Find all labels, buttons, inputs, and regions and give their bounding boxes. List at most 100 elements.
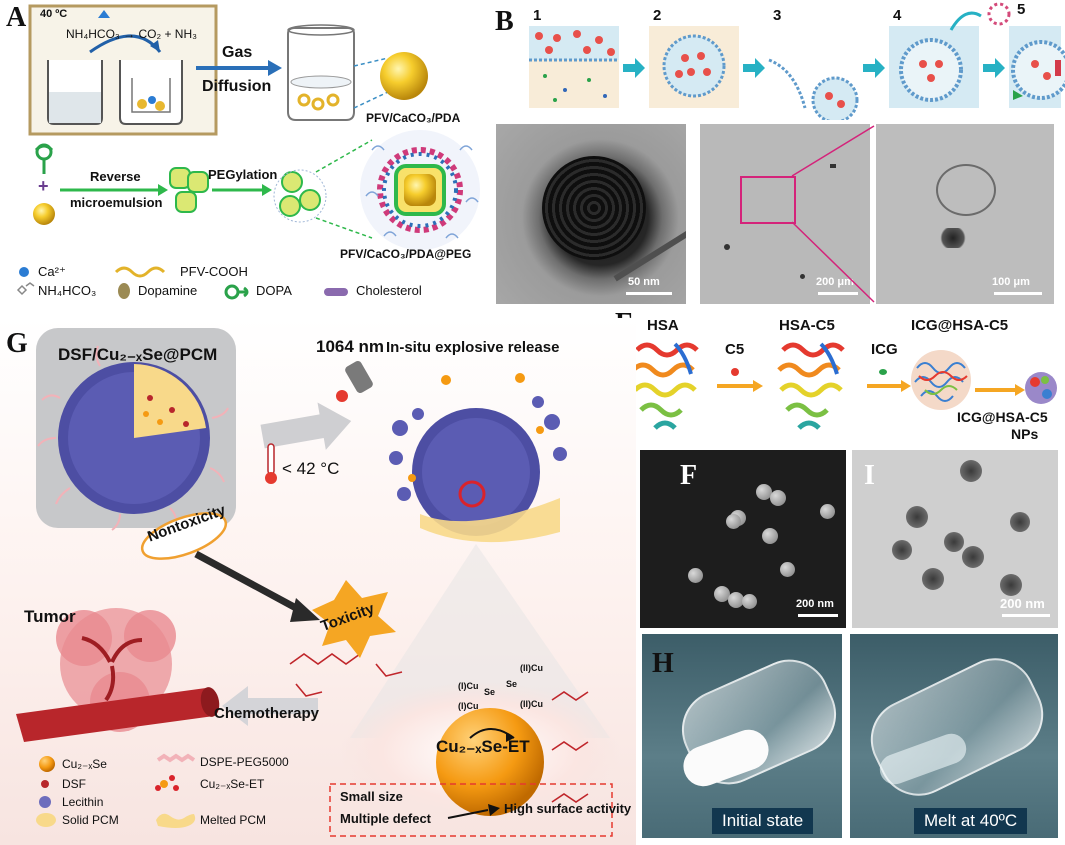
sem-np-11 xyxy=(742,594,757,609)
g-struct-label-6: (II)Cu xyxy=(520,699,543,709)
legend-pfv-label: PFV-COOH xyxy=(180,264,248,279)
sem-np-2 xyxy=(770,490,786,506)
g-particle-title: DSF/Cu₂₋ₓSe@PCM xyxy=(58,345,218,364)
tem-np-8 xyxy=(1000,574,1022,596)
g-struct-label-2: (I)Cu xyxy=(458,701,479,711)
scale-label-d-right: 100 μm xyxy=(992,276,1030,288)
g-struct-label-4: Se xyxy=(506,679,518,689)
tem-np-6 xyxy=(962,546,984,568)
a-temp: 40 ºC xyxy=(40,8,68,20)
d-aggregate xyxy=(938,228,968,248)
sem-np-5 xyxy=(726,514,741,529)
photo-melted: Melt at 40ºC xyxy=(850,634,1058,838)
e-icg-label: ICG xyxy=(871,341,898,358)
panel-g: G xyxy=(0,318,636,845)
tem-np-2 xyxy=(906,506,928,528)
g-laser-label: 1064 nm xyxy=(316,337,385,356)
g-temp-label: < 42 °C xyxy=(282,459,340,478)
sem-np-9 xyxy=(714,586,730,602)
panel-label-h: H xyxy=(652,648,674,679)
g-legend-dspe: DSPE-PEG5000 xyxy=(200,755,289,769)
d-zoom-box xyxy=(740,176,796,224)
d-vesicle xyxy=(936,164,996,216)
e-np-label-2: NPs xyxy=(1011,426,1039,442)
tem-np-4 xyxy=(944,532,964,552)
sem-image-f: F 200 nm xyxy=(640,450,846,628)
a-microemulsion-label: microemulsion xyxy=(70,195,163,210)
g-legend-lecithin: Lecithin xyxy=(62,795,104,809)
tem-image-d-right: 100 μm xyxy=(876,124,1054,304)
tem-np-3 xyxy=(1010,512,1030,532)
e-hsa-label: HSA xyxy=(647,317,679,334)
scalebar-d-left xyxy=(818,292,858,295)
legend-nh4hco3-label: NH₄HCO₃ xyxy=(38,283,97,298)
d-debris-2 xyxy=(800,274,805,279)
scale-label-c: 50 nm xyxy=(628,276,660,288)
tem-np-5 xyxy=(892,540,912,560)
legend-dopamine-label: Dopamine xyxy=(138,283,198,298)
e-np-label-1: ICG@HSA-C5 xyxy=(957,409,1048,425)
scale-label-f: 200 nm xyxy=(796,598,834,610)
a-product1-label: PFV/CaCO₃/PDA xyxy=(366,111,461,125)
tem-image-d-left: 200 μm xyxy=(700,124,870,304)
sem-np-7 xyxy=(688,568,703,583)
tem-image-i: I 200 nm xyxy=(852,450,1058,628)
panel-e-scheme xyxy=(631,342,1057,430)
g-box-line-1: Small size xyxy=(340,789,403,804)
scalebar-f xyxy=(798,614,838,617)
legend-ca-label: Ca²⁺ xyxy=(38,264,66,279)
sem-np-1 xyxy=(756,484,772,500)
sem-np-8 xyxy=(780,562,795,577)
panel-e: E xyxy=(615,310,1065,445)
scalebar-c xyxy=(626,292,672,295)
panel-label-a: A xyxy=(6,2,27,33)
photo-initial-state: Initial state xyxy=(642,634,842,838)
g-legend-cu2xse-et: Cu₂₋ₓSe-ET xyxy=(200,777,265,791)
panel-a: A xyxy=(0,0,490,300)
a-reverse-label: Reverse xyxy=(90,169,141,184)
g-chemo-label: Chemotherapy xyxy=(214,705,320,722)
a-pegylation-label: PEGylation xyxy=(208,167,278,182)
panel-label-g: G xyxy=(6,328,28,359)
panel-g-scheme xyxy=(16,328,620,837)
panel-label-i: I xyxy=(864,460,875,491)
g-box-result: High surface activity xyxy=(504,801,632,816)
d-zoom-lines xyxy=(791,125,875,303)
sem-np-4 xyxy=(820,504,835,519)
caption-melt: Melt at 40ºC xyxy=(914,808,1028,834)
scalebar-d-right xyxy=(994,292,1042,295)
g-struct-label-3: Se xyxy=(484,687,496,697)
g-legend-cu2xse: Cu₂₋ₓSe xyxy=(62,757,107,771)
a-diffusion-label: Diffusion xyxy=(202,78,272,95)
tem-np-7 xyxy=(922,568,944,590)
d-debris-3 xyxy=(830,164,836,168)
b-step-4: 4 xyxy=(893,7,902,24)
g-box-line-2: Multiple defect xyxy=(340,811,432,826)
g-legend-solid-pcm: Solid PCM xyxy=(62,813,119,827)
e-icg-hsa-c5-label: ICG@HSA-C5 xyxy=(911,317,1009,334)
tem-image-c: 50 nm xyxy=(496,124,686,304)
a-gas-label: Gas xyxy=(222,44,253,61)
b-step-3: 3 xyxy=(773,7,782,24)
b-step-5: 5 xyxy=(1017,1,1026,18)
svg-text:+: + xyxy=(38,176,49,196)
e-hsa-c5-label: HSA-C5 xyxy=(779,317,835,334)
scale-label-i: 200 nm xyxy=(1000,596,1045,611)
panel-label-f: F xyxy=(680,460,698,491)
g-struct-label-5: (II)Cu xyxy=(520,663,543,673)
sem-np-6 xyxy=(762,528,778,544)
vial-melted xyxy=(857,644,1057,810)
b-step-1: 1 xyxy=(533,7,542,24)
tem-particle-c xyxy=(542,156,646,260)
scalebar-i xyxy=(1002,614,1050,617)
sem-np-10 xyxy=(728,592,744,608)
g-release-label: In-situ explosive release xyxy=(386,339,560,356)
g-legend-melted-pcm: Melted PCM xyxy=(200,813,267,827)
a-product2-label: PFV/CaCO₃/PDA@PEG xyxy=(340,247,472,261)
b-step-2: 2 xyxy=(653,7,662,24)
legend-dopa-label: DOPA xyxy=(256,283,292,298)
tem-np-1 xyxy=(960,460,982,482)
g-legend-dsf: DSF xyxy=(62,777,86,791)
d-debris-1 xyxy=(724,244,730,250)
legend-cholesterol-label: Cholesterol xyxy=(356,283,422,298)
